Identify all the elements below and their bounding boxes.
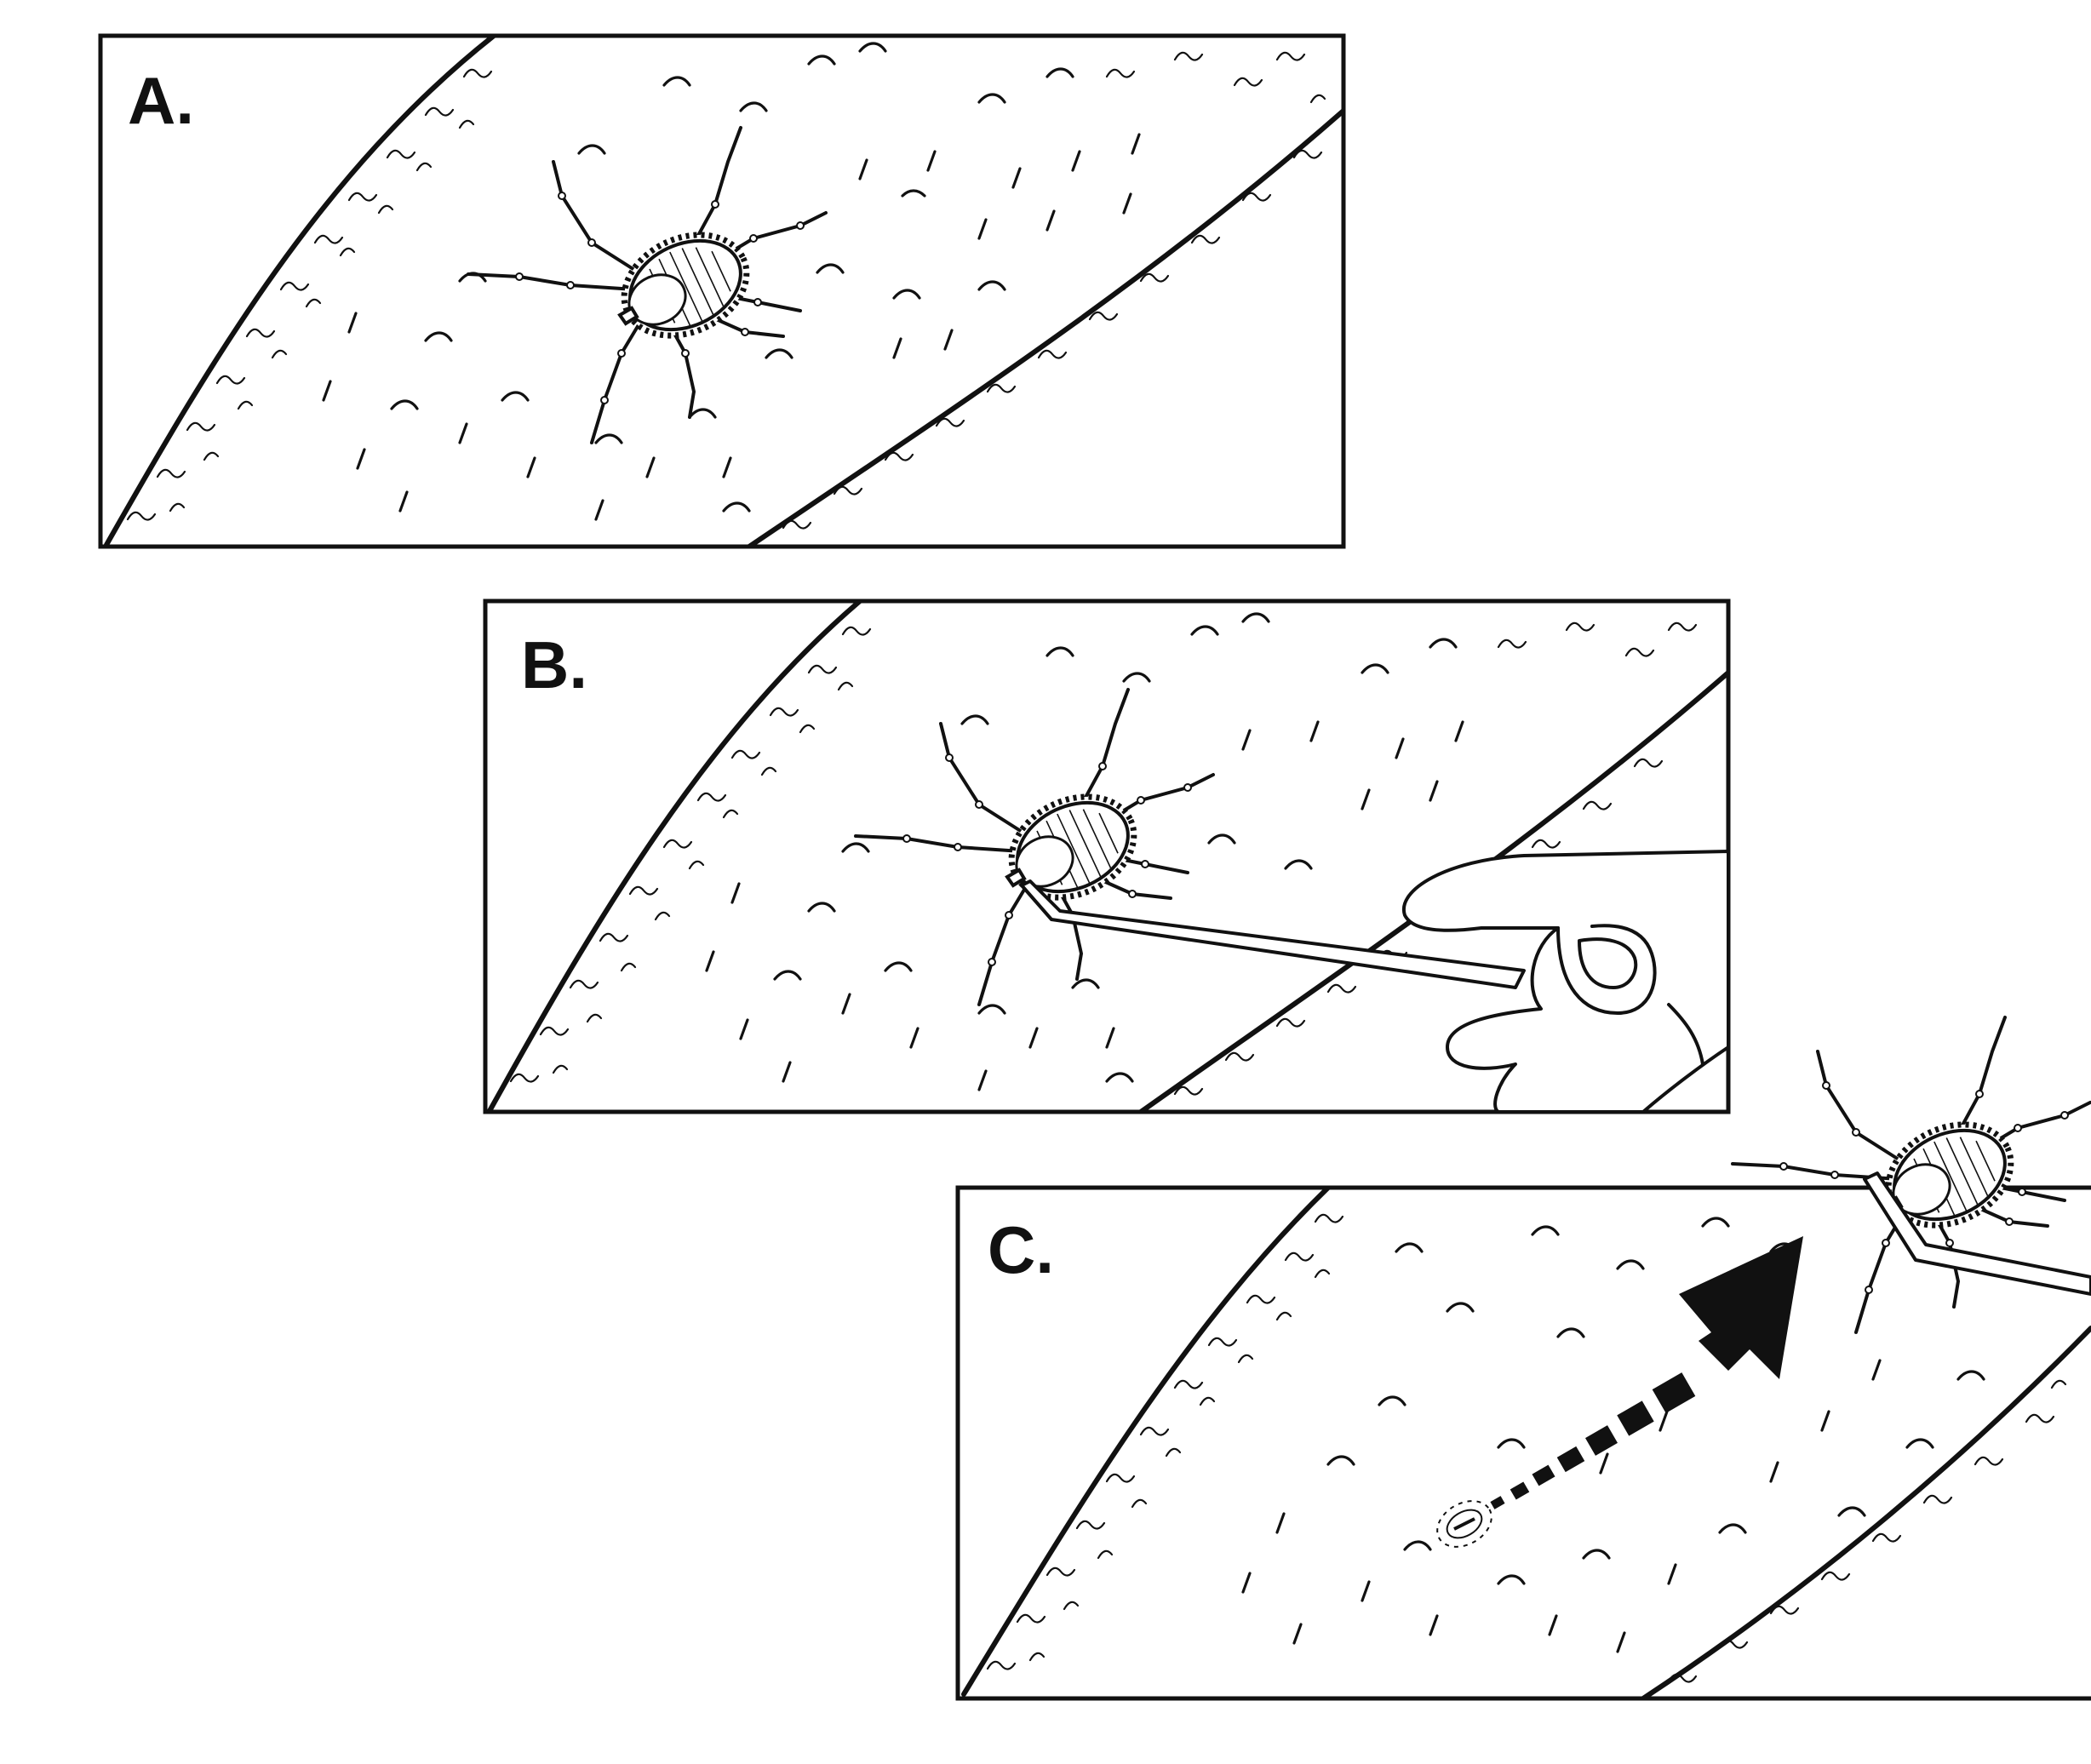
skin-hairs: [322, 42, 1141, 521]
panel-c-frame: [955, 1185, 2091, 1701]
skin-texture-edge: [126, 51, 1326, 530]
bite-mark: [1436, 1500, 1492, 1548]
tweezers-icon: [1863, 1171, 2091, 1296]
arm-upper-edge: [487, 601, 862, 1112]
arm-lower-edge: [1641, 1326, 2091, 1698]
skin-texture-edge: [986, 1213, 2067, 1683]
removed-tick-group: [1733, 1017, 2091, 1332]
panel-c-skin: [961, 1188, 2091, 1698]
panel-b-skin: [487, 601, 1728, 1112]
arm-lower-edge: [747, 108, 1343, 547]
hand-icon: [1401, 850, 1728, 1112]
arm-upper-edge: [961, 1188, 1331, 1697]
skin-hairs: [1241, 1217, 1985, 1653]
skin-hairs: [705, 612, 1464, 1091]
panel-b-label: B.: [521, 627, 587, 702]
panel-a-skin: [104, 36, 1343, 547]
arrow-up-right-icon: [1490, 1236, 1803, 1509]
panel-c: C.: [955, 1185, 2091, 1701]
tweezers-icon: [1020, 879, 1526, 989]
panel-b: B.: [483, 598, 1731, 1114]
arm-upper-edge: [104, 36, 496, 547]
panel-c-label: C.: [988, 1212, 1054, 1287]
panel-a: A.: [98, 33, 1346, 549]
panel-a-label: A.: [128, 63, 194, 138]
